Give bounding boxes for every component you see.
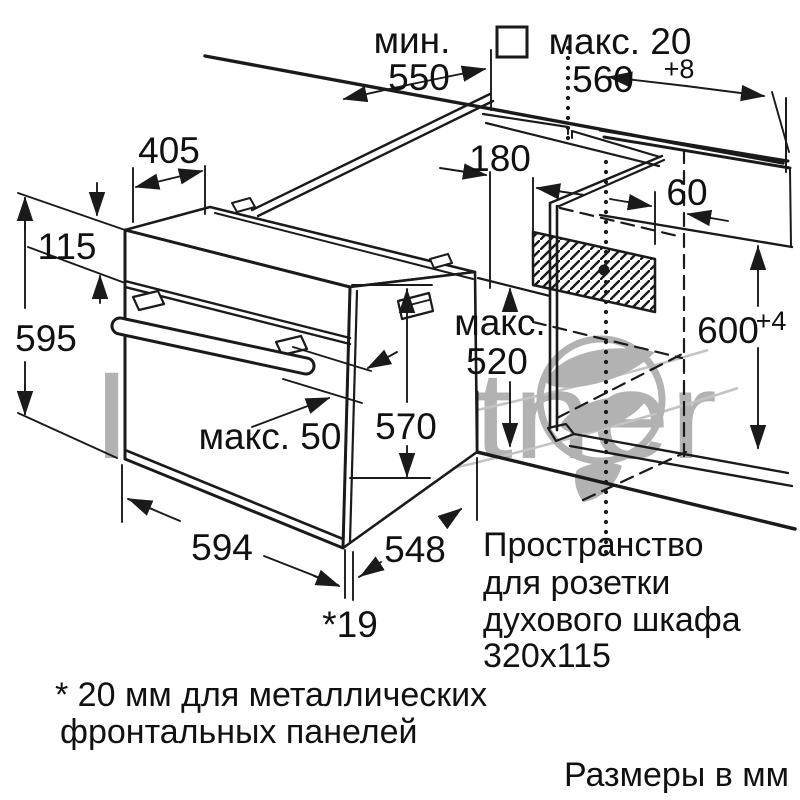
square-symbol	[495, 25, 529, 59]
label-counter-depth-word: мин.	[374, 20, 451, 61]
label-niche-width: 560	[572, 59, 634, 100]
socket-note-line1: Пространство	[483, 526, 704, 564]
socket-point	[598, 264, 610, 276]
dotted-reference-lines	[565, 45, 609, 559]
label-oven-top-depth: 405	[138, 130, 200, 171]
cabinet-bottom-edge	[475, 450, 797, 531]
socket-hatched-area	[531, 230, 657, 314]
label-oven-width: 594	[191, 527, 253, 568]
label-socket-offset-side: 60	[666, 172, 707, 213]
handle-bracket	[131, 289, 166, 312]
label-top-gap: макс. 20	[549, 21, 692, 62]
label-door-offset: *19	[322, 604, 378, 645]
oven-front-face	[123, 228, 352, 550]
units-note: Размеры в мм	[564, 756, 789, 794]
notes: Пространство для розетки духового шкафа …	[55, 526, 789, 794]
label-niche-width-tolerance: +8	[664, 54, 695, 84]
label-niche-depth-word: макс.	[454, 302, 545, 343]
label-handle-clearance: макс. 50	[199, 416, 342, 457]
label-niche-height: 600	[697, 310, 759, 351]
dimension-lines	[16, 49, 790, 601]
label-oven-body-depth: 548	[384, 529, 446, 570]
socket-note-line2: для розетки	[483, 564, 670, 602]
socket-note-line4: 320x115	[483, 637, 611, 675]
label-counter-depth: 550	[388, 57, 450, 98]
cabinet-structure	[203, 45, 797, 559]
control-panel-edge	[123, 279, 352, 340]
handle-bracket	[274, 334, 309, 357]
oven	[110, 197, 479, 550]
dimension-labels: мин. 550 макс. 20 560 +8 405 180 60 115 …	[15, 20, 786, 645]
footnote-line2: фронтальных панелей	[60, 713, 418, 751]
label-niche-depth: 520	[466, 341, 528, 382]
label-socket-offset-h: 180	[469, 138, 531, 179]
label-oven-body-height: 570	[375, 406, 437, 447]
label-control-panel-height: 115	[38, 226, 97, 267]
label-niche-height-tolerance: +4	[756, 306, 787, 336]
door-bottom-edge	[123, 448, 345, 541]
socket-note-line3: духового шкафа	[483, 601, 741, 639]
hidden-edges	[531, 148, 688, 502]
label-oven-front-height: 595	[15, 318, 77, 359]
footnote-line1: * 20 мм для металлических	[55, 676, 487, 714]
